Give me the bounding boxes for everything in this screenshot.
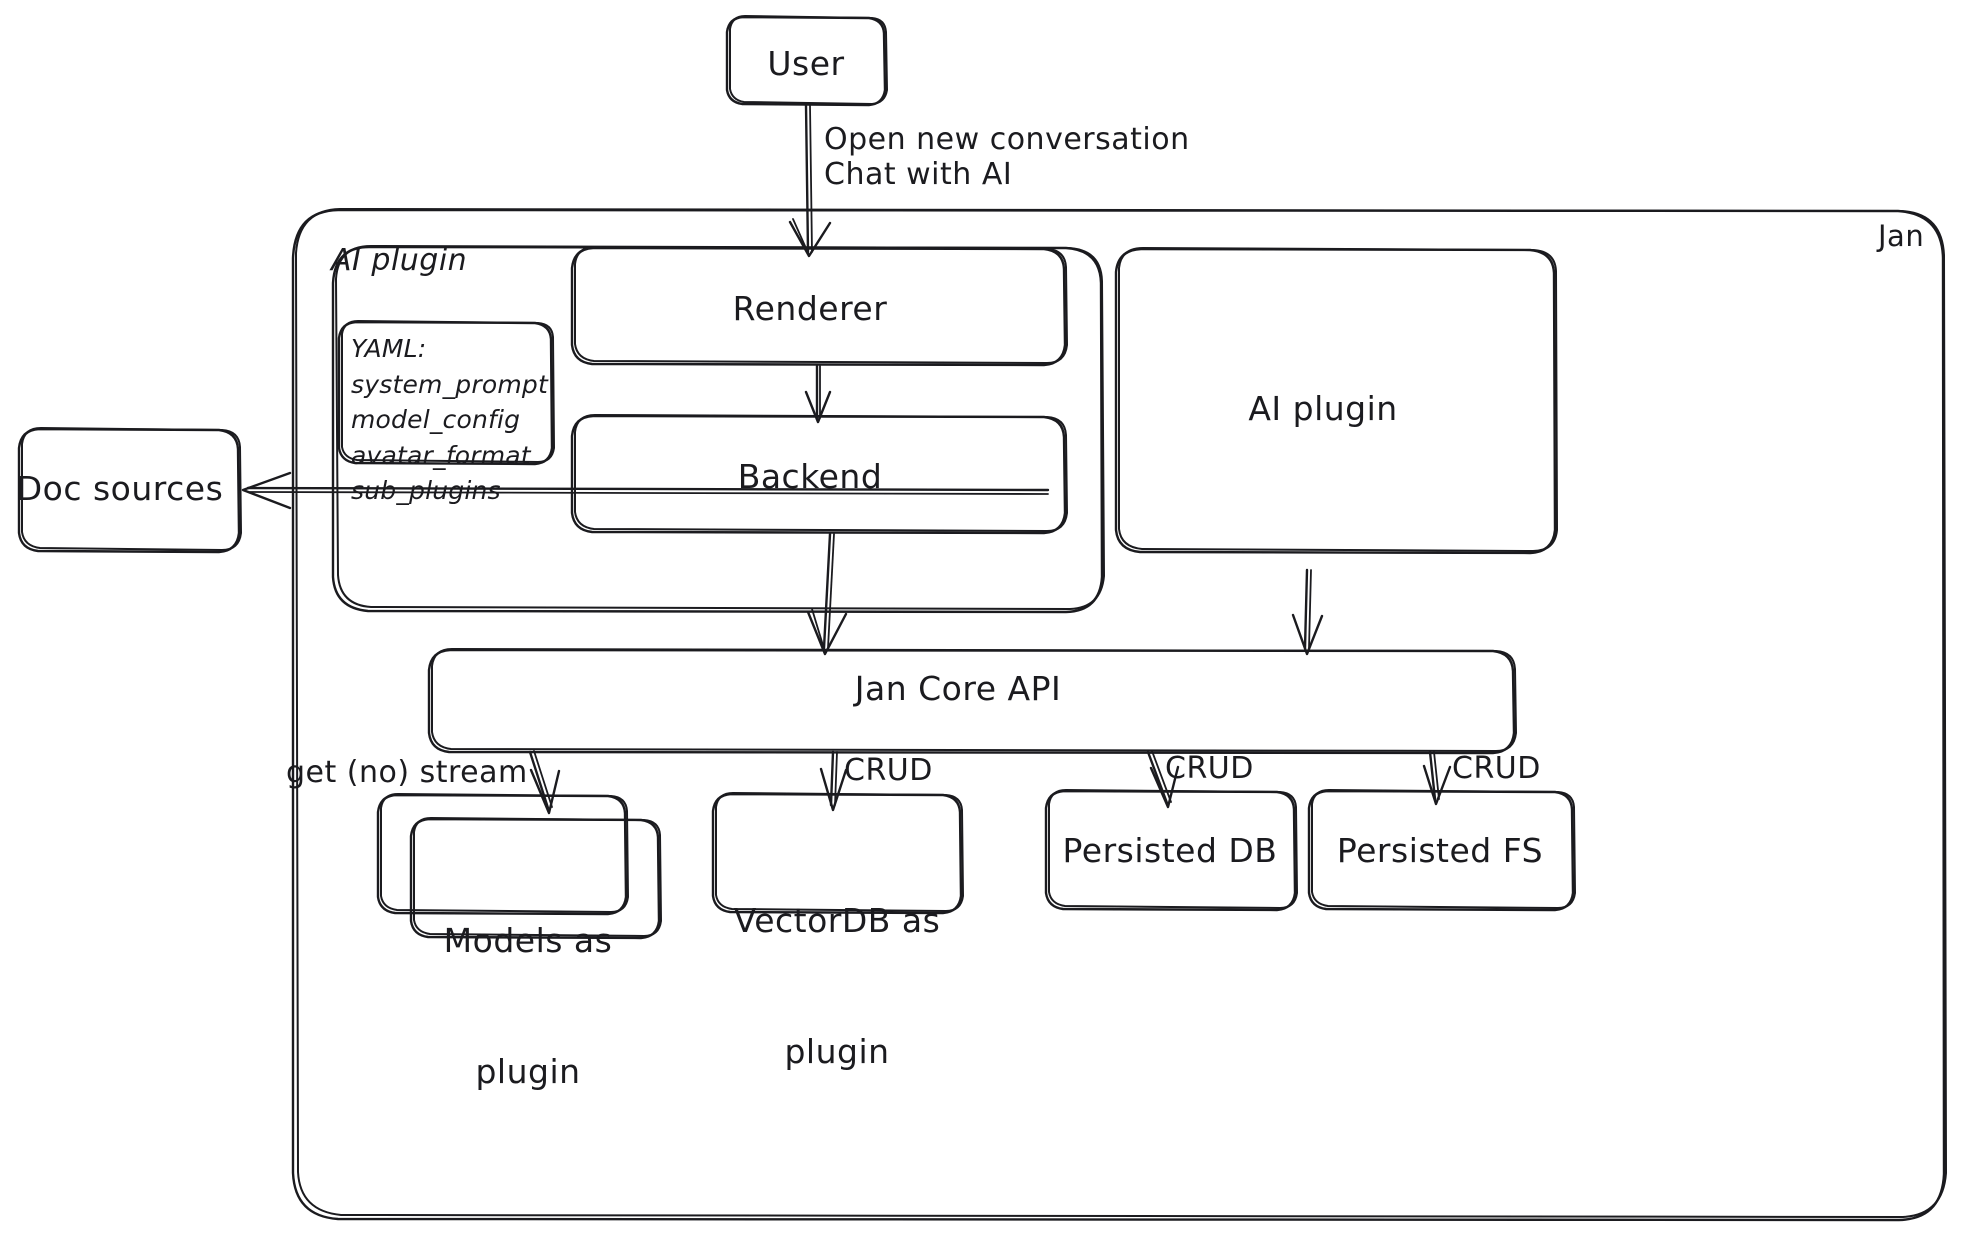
node-vectordb-plugin-outline bbox=[711, 792, 964, 915]
node-models-plugin-back-outline bbox=[376, 793, 629, 916]
node-ai-plugin-right-outline bbox=[1114, 247, 1558, 555]
node-jan-core-api-outline bbox=[427, 648, 1517, 755]
edge-ai-plugin-to-jan-core-api bbox=[1291, 568, 1324, 656]
node-doc-sources-outline bbox=[17, 427, 242, 554]
edge-jan-core-api-to-models-plugin bbox=[528, 750, 561, 815]
node-user-outline bbox=[725, 15, 888, 107]
edge-backend-to-doc-sources bbox=[241, 471, 1050, 510]
node-yaml-config-outline bbox=[337, 320, 555, 466]
edge-backend-to-jan-core-api bbox=[806, 532, 848, 656]
node-backend-outline bbox=[570, 414, 1068, 535]
edge-user-to-renderer bbox=[788, 103, 832, 258]
container-ai-plugin-group-outline bbox=[331, 245, 1105, 614]
node-models-plugin-front-outline bbox=[409, 817, 662, 940]
node-persisted-db-outline bbox=[1044, 789, 1298, 912]
container-jan-outline bbox=[291, 208, 1947, 1222]
node-renderer-outline bbox=[570, 246, 1068, 367]
edge-jan-core-api-to-persisted-db bbox=[1146, 750, 1180, 809]
node-persisted-fs-outline bbox=[1307, 789, 1576, 912]
edge-jan-core-api-to-persisted-fs bbox=[1422, 750, 1452, 806]
edge-jan-core-api-to-vectordb-plugin bbox=[819, 750, 848, 812]
edge-renderer-to-backend bbox=[804, 364, 832, 424]
